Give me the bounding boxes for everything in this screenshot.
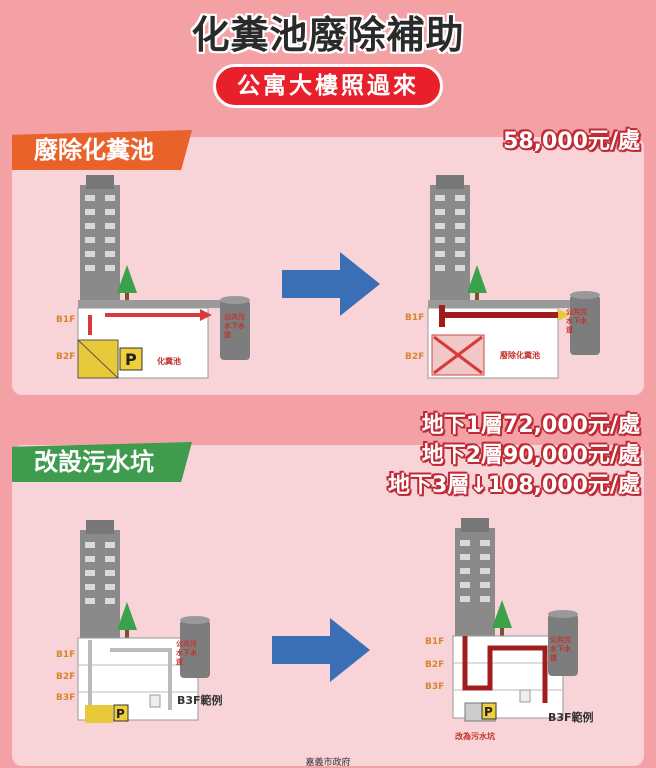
s1b-label-b1f: B1F bbox=[56, 315, 76, 325]
s2b-caption: B3F範例 bbox=[177, 694, 223, 707]
s2a-label-b3f: B3F bbox=[425, 682, 445, 692]
s2a-label-b1f: B1F bbox=[425, 637, 445, 647]
s1a-label-b2f: B2F bbox=[405, 352, 425, 362]
s2b-label-b1f: B1F bbox=[56, 650, 76, 660]
section2-after-illustration: P bbox=[452, 518, 578, 722]
s1b-sewer-label: 公共污水下水道 bbox=[224, 313, 245, 339]
tree-icon bbox=[492, 600, 512, 636]
right-arrow-icon bbox=[272, 618, 370, 682]
building-icon bbox=[455, 518, 495, 638]
section2-price-b3: 地下3層↓108,000元/處 bbox=[388, 473, 640, 498]
tree-icon bbox=[117, 602, 137, 638]
parking-sign: P bbox=[116, 707, 125, 721]
s1a-sewer-label: 公共污水下水道 bbox=[566, 308, 587, 334]
s2b-sewer-label: 公共污水下水道 bbox=[176, 640, 197, 666]
building-icon bbox=[80, 175, 120, 305]
s2b-label-b2f: B2F bbox=[56, 672, 76, 682]
section1-before-illustration: P bbox=[77, 175, 250, 379]
right-arrow-icon bbox=[282, 252, 380, 316]
section2-before-illustration: P bbox=[77, 520, 210, 723]
section2-price-b2: 地下2層90,000元/處 bbox=[421, 443, 640, 468]
s1a-tank-label: 廢除化糞池 bbox=[500, 351, 540, 360]
s2a-label-b2f: B2F bbox=[425, 660, 445, 670]
building-icon bbox=[430, 175, 470, 305]
s2a-sewer-label: 公共污水下水道 bbox=[550, 636, 571, 662]
s2a-pit-label: 改為污水坑 bbox=[455, 732, 495, 741]
subtitle-badge: 公寓大樓照過來 bbox=[213, 64, 443, 108]
section2-price-b1: 地下1層72,000元/處 bbox=[421, 413, 640, 438]
section2-banner: 改設污水坑 bbox=[12, 442, 192, 482]
s1a-label-b1f: B1F bbox=[405, 313, 425, 323]
s2a-caption: B3F範例 bbox=[548, 711, 594, 724]
parking-sign: P bbox=[125, 350, 137, 369]
section1-price: 58,000元/處 bbox=[503, 129, 640, 154]
parking-sign: P bbox=[484, 705, 493, 719]
section1-banner: 廢除化糞池 bbox=[12, 130, 192, 170]
s1b-label-b2f: B2F bbox=[56, 352, 76, 362]
toilet-icon bbox=[149, 694, 161, 708]
section1-after-illustration bbox=[427, 175, 600, 379]
building-icon bbox=[80, 520, 120, 640]
s1b-tank-label: 化糞池 bbox=[157, 357, 181, 366]
footer-org: 嘉義市政府 bbox=[305, 758, 351, 768]
s2b-label-b3f: B3F bbox=[56, 693, 76, 703]
page-title: 化糞池廢除補助 bbox=[191, 13, 465, 57]
toilet-icon bbox=[519, 689, 531, 703]
tree-icon bbox=[467, 265, 487, 301]
tree-icon bbox=[117, 265, 137, 301]
